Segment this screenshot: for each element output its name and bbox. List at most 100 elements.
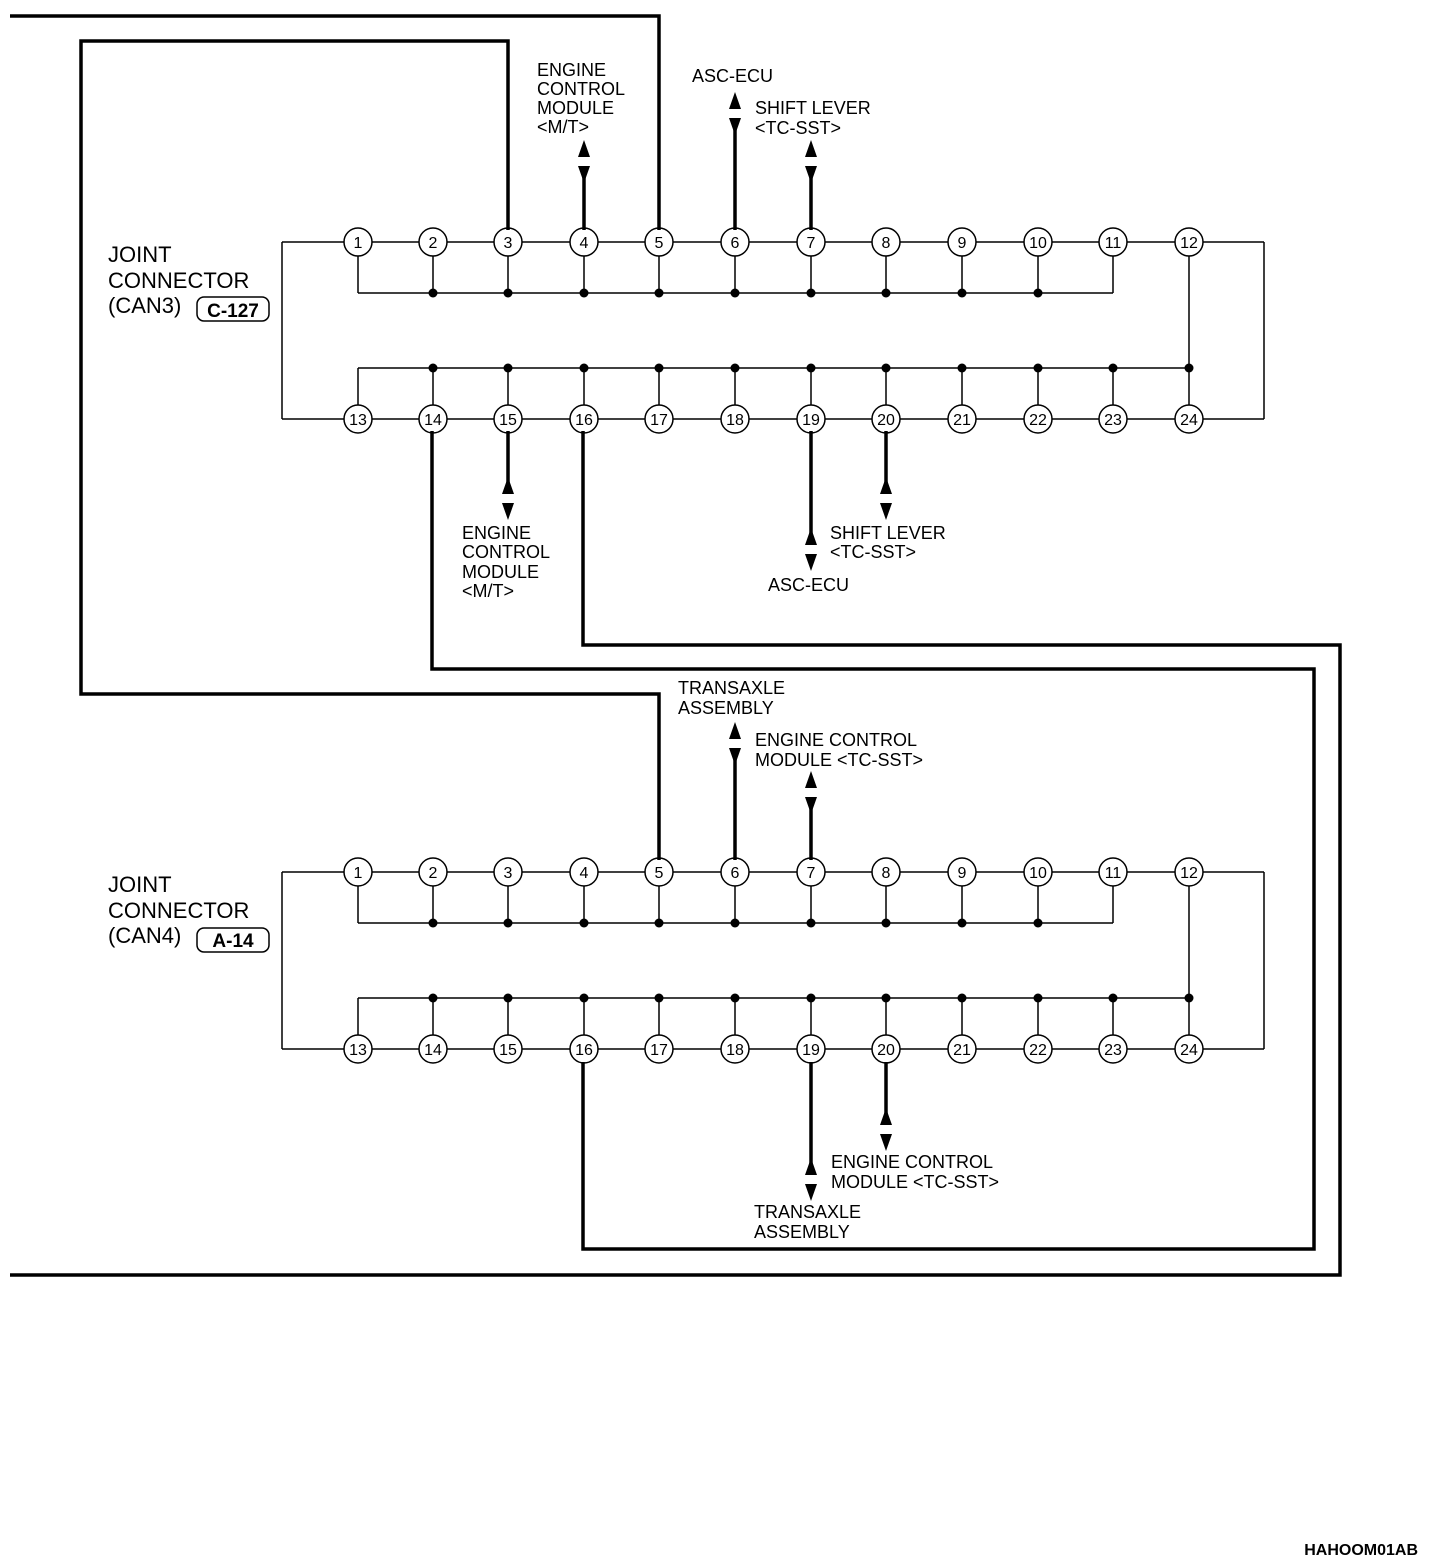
junction-dot [881, 288, 891, 298]
junction-dot [730, 288, 740, 298]
junction-dot [654, 918, 664, 928]
junction-dot [730, 918, 740, 928]
junction-dot [503, 993, 513, 1003]
pin-number: 6 [731, 865, 740, 882]
pin-number: 11 [1105, 235, 1122, 252]
pin-number: 22 [1029, 1042, 1047, 1059]
pin-number: 8 [882, 865, 891, 882]
svg-text:<TC-SST>: <TC-SST> [755, 118, 841, 138]
pin-number: 23 [1104, 412, 1122, 429]
pin-circle [947, 1034, 977, 1064]
connector-code: C-127 [207, 301, 259, 322]
junction-dot [730, 363, 740, 373]
junction-dot [428, 993, 438, 1003]
dest-label-can3-pin15: ENGINE CONTROL MODULE <M/T> [462, 523, 550, 601]
connector-code-box [196, 927, 270, 953]
pin-circle [343, 227, 373, 257]
wire-can3-pin16-outer [10, 431, 1342, 1277]
junction-dot [1184, 993, 1194, 1003]
pin-number: 15 [499, 412, 517, 429]
pin-circle [947, 227, 977, 257]
junction-dot [1033, 288, 1043, 298]
svg-text:<TC-SST>: <TC-SST> [830, 542, 916, 562]
pin-number: 15 [499, 1042, 517, 1059]
junction-dot [503, 363, 513, 373]
junction-dot [654, 993, 664, 1003]
svg-text:MODULE: MODULE [537, 98, 614, 118]
pin-circle [644, 1034, 674, 1064]
junction-dot [579, 993, 589, 1003]
pin-number: 1 [354, 865, 363, 882]
junction-dot [428, 918, 438, 928]
pin-circle [1023, 404, 1053, 434]
junction-dot [579, 918, 589, 928]
pin-number: 3 [504, 865, 513, 882]
dest-label-can3-pin7: SHIFT LEVER <TC-SST> [755, 98, 871, 138]
pin-circle [1174, 404, 1204, 434]
dest-label-can3-pin19: ASC-ECU [768, 575, 849, 595]
wire-can3-pin14-to-right [430, 431, 1316, 1251]
pin-number: 12 [1180, 865, 1198, 882]
junction-dot [1033, 918, 1043, 928]
svg-text:ENGINE CONTROL: ENGINE CONTROL [831, 1152, 993, 1172]
dest-label-can4-pin19: TRANSAXLE ASSEMBLY [754, 1202, 861, 1242]
pin-circle [1174, 1034, 1204, 1064]
svg-text:ASC-ECU: ASC-ECU [692, 66, 773, 86]
pin-circle [493, 857, 523, 887]
pin-number: 17 [650, 1042, 668, 1059]
pin-number: 20 [877, 1042, 895, 1059]
junction-dot [654, 363, 664, 373]
svg-text:CONTROL: CONTROL [537, 79, 625, 99]
svg-text:ASSEMBLY: ASSEMBLY [678, 698, 774, 718]
pin-number: 7 [807, 235, 816, 252]
pin-number: 16 [575, 1042, 593, 1059]
pin-number: 20 [877, 412, 895, 429]
junction-dot [1108, 993, 1118, 1003]
stub-can4-pin7 [805, 771, 817, 860]
stub-can4-pin19 [805, 1062, 817, 1201]
pin-number: 2 [429, 235, 438, 252]
svg-text:ASC-ECU: ASC-ECU [768, 575, 849, 595]
pin-number: 3 [504, 235, 513, 252]
pin-number: 5 [655, 865, 664, 882]
stub-can4-pin6 [729, 722, 741, 860]
svg-text:SHIFT LEVER: SHIFT LEVER [755, 98, 871, 118]
pin-circle [1174, 227, 1204, 257]
pin-circle [644, 404, 674, 434]
pin-circle [947, 857, 977, 887]
pin-circle [871, 227, 901, 257]
junction-dot [579, 288, 589, 298]
junction-dot [1033, 993, 1043, 1003]
stub-can3-pin20 [880, 431, 892, 520]
pin-circle [720, 404, 750, 434]
connector-label-line: (CAN3) [108, 293, 181, 318]
junction-dot [428, 363, 438, 373]
junction-dot [654, 288, 664, 298]
pin-circle [1098, 1034, 1128, 1064]
junction-dot [957, 363, 967, 373]
pin-circle [418, 857, 448, 887]
connector-label-line: (CAN4) [108, 923, 181, 948]
junction-dot [503, 288, 513, 298]
pin-number: 14 [424, 1042, 442, 1059]
pin-circle [1174, 857, 1204, 887]
junction-dot [957, 288, 967, 298]
junction-dot [957, 993, 967, 1003]
connector-label-line: JOINT [108, 872, 172, 897]
junction-dot [730, 993, 740, 1003]
svg-text:SHIFT LEVER: SHIFT LEVER [830, 523, 946, 543]
svg-text:MODULE <TC-SST>: MODULE <TC-SST> [755, 750, 923, 770]
pin-number: 5 [655, 235, 664, 252]
connector-code: A-14 [212, 931, 254, 952]
pin-number: 18 [726, 412, 744, 429]
pin-circle [343, 404, 373, 434]
svg-text:ASSEMBLY: ASSEMBLY [754, 1222, 850, 1242]
stub-can3-pin15 [502, 431, 514, 520]
pin-number: 17 [650, 412, 668, 429]
pin-circle [343, 1034, 373, 1064]
junction-dot [1184, 363, 1194, 373]
pin-number: 10 [1029, 865, 1047, 882]
connector-label-line: JOINT [108, 242, 172, 267]
svg-text:MODULE <TC-SST>: MODULE <TC-SST> [831, 1172, 999, 1192]
svg-text:TRANSAXLE: TRANSAXLE [754, 1202, 861, 1222]
